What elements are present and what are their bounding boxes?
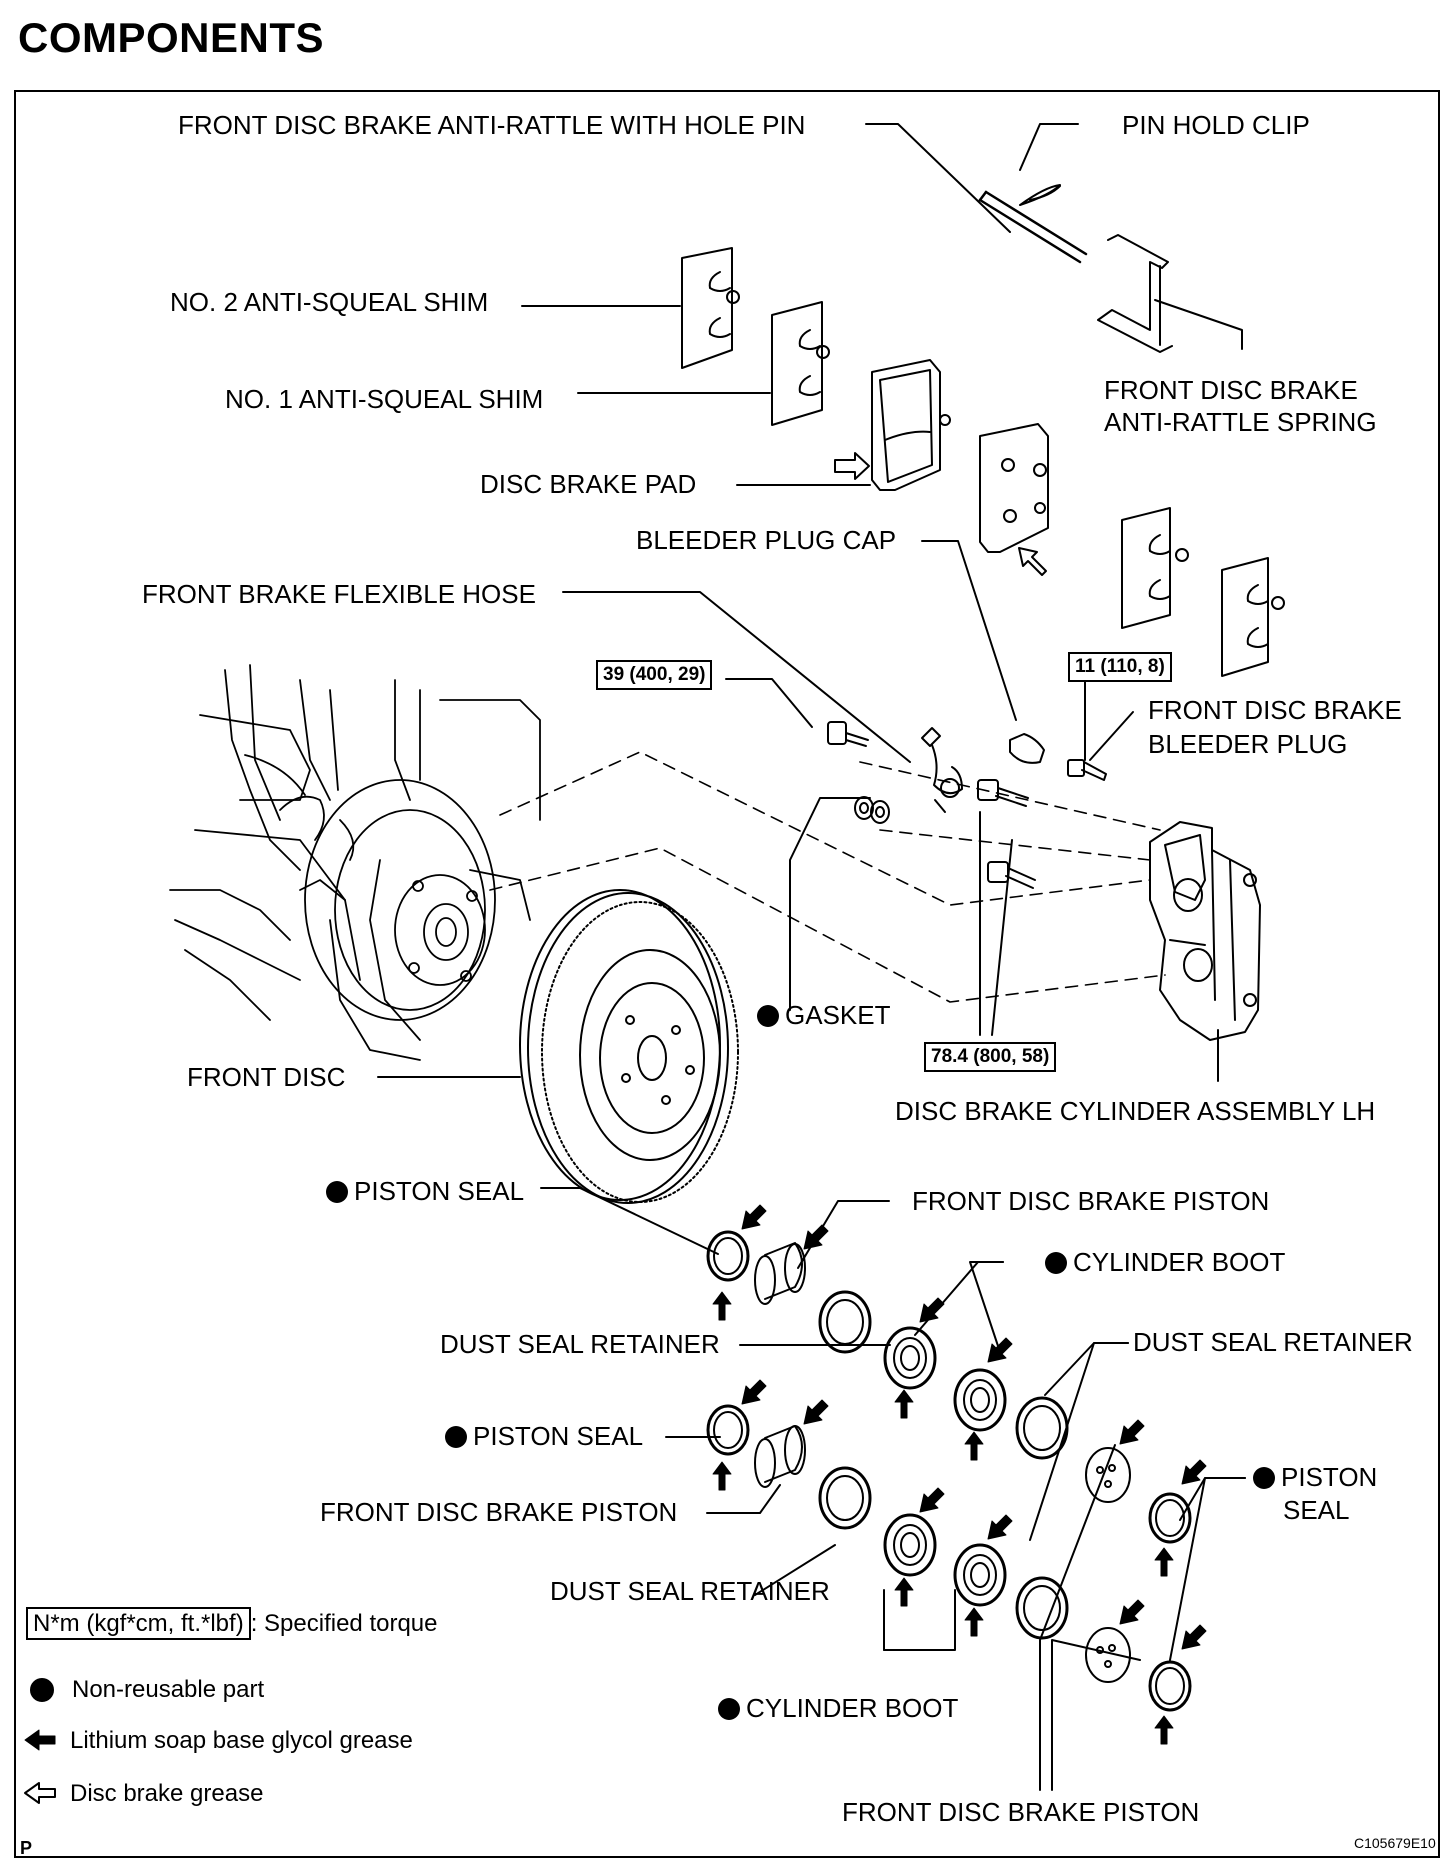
label-anti-rattle-spring-line1: FRONT DISC BRAKE xyxy=(1104,375,1358,405)
label-cylinder-boot-bottom-text: CYLINDER BOOT xyxy=(746,1693,959,1723)
label-pin-hold-clip: PIN HOLD CLIP xyxy=(1122,110,1310,140)
legend-non-reusable: Non-reusable part xyxy=(72,1676,265,1703)
label-piston-seal-top-text: PISTON SEAL xyxy=(354,1176,525,1206)
dust-seal-retainer-d xyxy=(1015,1576,1069,1640)
label-piston-seal-right-line2: SEAL xyxy=(1283,1495,1350,1525)
label-disc-brake-pad: DISC BRAKE PAD xyxy=(480,469,697,499)
legend-symbols xyxy=(24,1678,56,1804)
label-piston-top: FRONT DISC BRAKE PISTON xyxy=(912,1186,1270,1216)
cylinder-boot-c xyxy=(883,1513,937,1577)
disc-brake-pad-inner xyxy=(871,359,951,491)
legend-lithium-grease: Lithium soap base glycol grease xyxy=(70,1727,413,1754)
non-reusable-dot xyxy=(1045,1252,1067,1274)
shim-right-2 xyxy=(1221,557,1285,677)
dust-seal-retainer-c xyxy=(818,1466,872,1530)
legend-torque-text: : Specified torque xyxy=(250,1610,438,1637)
bleeder-plug xyxy=(1067,759,1107,781)
label-flexible-hose: FRONT BRAKE FLEXIBLE HOSE xyxy=(142,579,536,609)
anti-rattle-pin xyxy=(978,190,1088,264)
label-gasket: GASKET xyxy=(757,1000,890,1030)
front-disc-rotor xyxy=(519,889,739,1204)
label-dust-seal-retainer-bottom: DUST SEAL RETAINER xyxy=(550,1576,830,1606)
torque-bleeder-plug: 11 (110, 8) xyxy=(1068,652,1172,682)
diagram-frame xyxy=(14,90,1440,1858)
pin-hold-clip xyxy=(1019,184,1061,206)
alignment-dashes xyxy=(489,751,1166,1003)
gasket-rings xyxy=(854,796,890,824)
label-piston-seal-right-line1: PISTON xyxy=(1253,1462,1377,1492)
label-anti-rattle-spring-line2: ANTI-RATTLE SPRING xyxy=(1104,407,1377,437)
leader-lines xyxy=(377,123,1246,1791)
page-mark: P xyxy=(20,1838,33,1858)
mount-bolt-1 xyxy=(977,779,1029,807)
flexible-hose-fitting xyxy=(921,727,963,813)
piston-seal-right-upper xyxy=(1148,1492,1192,1544)
piston-top xyxy=(754,1242,806,1305)
cylinder-boot-d xyxy=(953,1543,1007,1607)
non-reusable-dot xyxy=(718,1698,740,1720)
non-reusable-dot xyxy=(757,1005,779,1027)
steering-knuckle-and-suspension xyxy=(169,664,541,1061)
non-reusable-dot xyxy=(445,1426,467,1448)
dust-seal-retainer-a xyxy=(818,1290,872,1354)
piston-seal-right-lower xyxy=(1148,1660,1192,1712)
piston-mid xyxy=(754,1425,806,1488)
label-cylinder-boot-top: CYLINDER BOOT xyxy=(1045,1247,1285,1277)
label-anti-rattle-pin: FRONT DISC BRAKE ANTI-RATTLE WITH HOLE P… xyxy=(178,110,806,140)
legend-disc-brake-grease: Disc brake grease xyxy=(70,1780,264,1807)
cylinder-boot-b xyxy=(953,1368,1007,1432)
disc-brake-pad-outer xyxy=(979,423,1049,553)
disc-brake-cylinder-assembly xyxy=(1149,821,1261,1041)
label-cylinder-boot-bottom: CYLINDER BOOT xyxy=(718,1693,958,1723)
label-bleeder-plug-line2: BLEEDER PLUG xyxy=(1148,729,1348,759)
label-piston-seal-mid-text: PISTON SEAL xyxy=(473,1421,644,1451)
dust-seal-retainer-b xyxy=(1015,1396,1069,1460)
disc-grease-arrows xyxy=(834,452,1047,576)
shim-right-1 xyxy=(1121,507,1189,629)
label-front-disc: FRONT DISC xyxy=(187,1062,346,1092)
label-piston-seal-right-line1-text: PISTON xyxy=(1281,1462,1378,1492)
page-title: COMPONENTS xyxy=(18,14,325,61)
anti-rattle-spring xyxy=(1097,234,1173,353)
union-bolt xyxy=(827,721,869,747)
piston-seal-top xyxy=(706,1230,750,1282)
piston-right-lower xyxy=(1085,1627,1131,1683)
piston-right-upper xyxy=(1085,1447,1131,1503)
bleeder-plug-cap xyxy=(1009,733,1045,764)
figure-code: C105679E10 xyxy=(1354,1835,1436,1851)
lithium-grease-arrows xyxy=(712,1204,1207,1745)
label-bleeder-plug-line1: FRONT DISC BRAKE xyxy=(1148,695,1402,725)
label-piston-seal-mid: PISTON SEAL xyxy=(445,1421,643,1451)
label-dust-seal-retainer-left: DUST SEAL RETAINER xyxy=(440,1329,720,1359)
label-gasket-text: GASKET xyxy=(785,1000,891,1030)
label-piston-bottom: FRONT DISC BRAKE PISTON xyxy=(842,1797,1200,1827)
piston-seal-mid xyxy=(706,1404,750,1456)
shim-no2 xyxy=(681,247,740,369)
legend-torque: N*m (kgf*cm, ft.*lbf): Specified torque xyxy=(26,1607,438,1640)
label-cylinder-assembly: DISC BRAKE CYLINDER ASSEMBLY LH xyxy=(895,1096,1376,1126)
shim-no1 xyxy=(771,301,830,426)
legend-torque-box: N*m (kgf*cm, ft.*lbf) xyxy=(26,1607,251,1640)
label-bleeder-plug-cap: BLEEDER PLUG CAP xyxy=(636,525,897,555)
non-reusable-dot xyxy=(326,1181,348,1203)
torque-hose-bolt: 39 (400, 29) xyxy=(596,660,713,690)
label-cylinder-boot-top-text: CYLINDER BOOT xyxy=(1073,1247,1286,1277)
label-no2-anti-squeal-shim: NO. 2 ANTI-SQUEAL SHIM xyxy=(170,287,489,317)
label-piston-seal-top: PISTON SEAL xyxy=(326,1176,524,1206)
cylinder-boot-a xyxy=(883,1326,937,1390)
label-dust-seal-retainer-right: DUST SEAL RETAINER xyxy=(1133,1327,1413,1357)
label-no1-anti-squeal-shim: NO. 1 ANTI-SQUEAL SHIM xyxy=(225,384,544,414)
torque-mount-bolts: 78.4 (800, 58) xyxy=(924,1042,1057,1072)
non-reusable-dot xyxy=(1253,1467,1275,1489)
mount-bolt-2 xyxy=(987,861,1036,889)
label-piston-mid: FRONT DISC BRAKE PISTON xyxy=(320,1497,678,1527)
